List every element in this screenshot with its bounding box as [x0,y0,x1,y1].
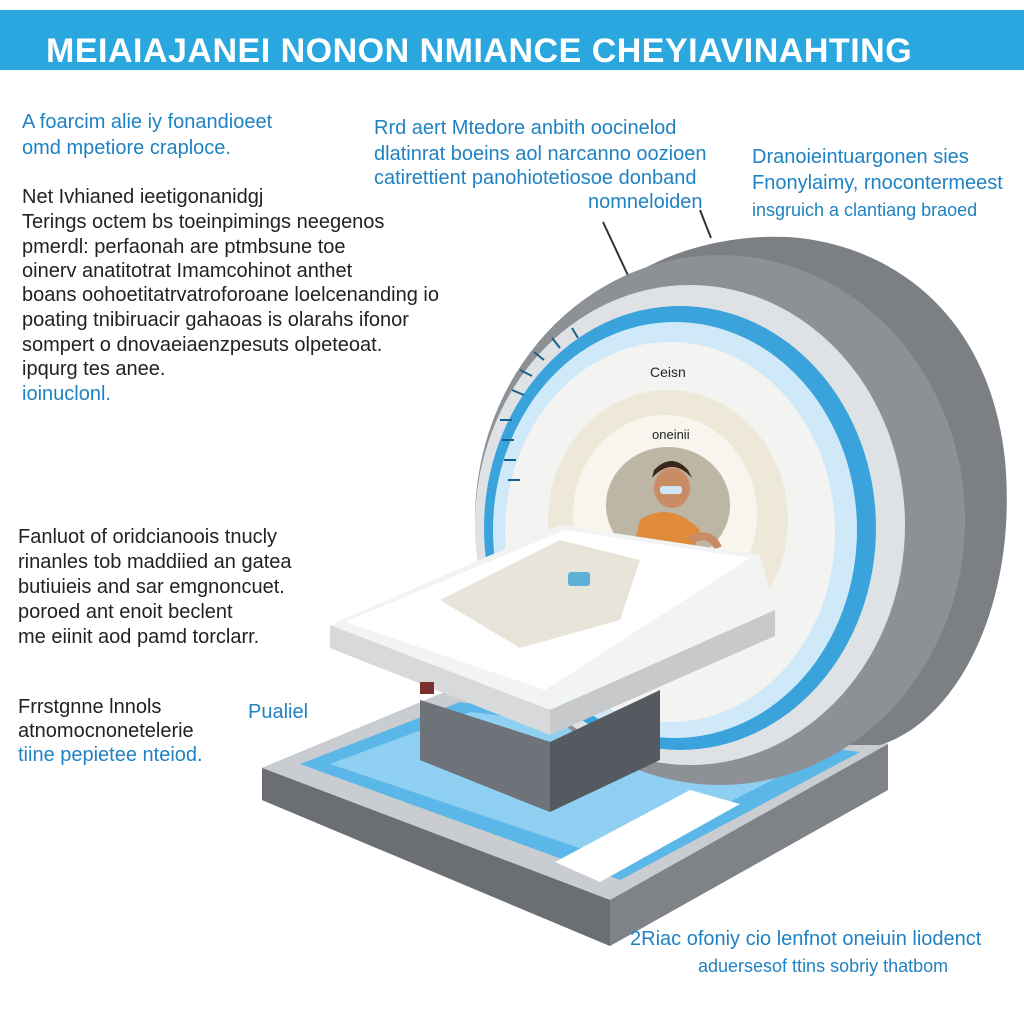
note-line: Frrstgnne lnnols [18,696,162,718]
callout-line: catirettient panohiotetiosoe donband [374,167,697,189]
description-line: Terings octem bs toeinpimings neegenos [22,211,385,233]
patient-table [330,525,775,812]
gantry-scale-ticks [500,327,579,481]
note-line-highlight: tiine pepietee nteiod. [18,744,203,766]
callout-leader-line [699,209,712,239]
feature-line: rinanles tob maddiied an gatea [18,551,292,573]
callout-line: dlatinrat boeins aol narcanno oozioen [374,143,707,165]
description-line: ipqurg tes anee. [22,358,166,380]
description-line: oinerv anatitotrat Imamcohinot anthet [22,260,353,282]
callout-line: Dranoieintuargonen sies [752,146,969,168]
title-banner: MEIAIAJANEI NONON NMIANCE CHEYIAVINAHTIN… [0,10,1024,70]
description-line: sompert o dnovaeiaenzpesuts olpeteoat. [22,334,383,356]
callout-line: insgruich a clantiang braoed [752,200,978,220]
scanner-label-top: Ceisn [650,364,686,380]
feature-line: butiuieis and sar emgnoncuet. [18,576,285,598]
bottom-note-line: 2Riac ofoniy cio lenfnot oneiuin liodenc… [630,928,982,950]
note-line: atnomocnonetelerie [18,720,194,742]
description-line: pmerdl: perfaonah are ptmbsune toe [22,236,346,258]
callout-leader-line [602,221,633,285]
description-line: poating tnibiruacir gahaoas is olarahs i… [22,309,409,331]
description-line-highlight: ioinuclonl. [22,383,111,405]
feature-line: me eiinit aod pamd torclarr. [18,626,260,648]
bottom-note-line: aduersesof ttins sobriy thatbom [698,956,949,976]
feature-line: Fanluot of oridcianoois tnucly [18,526,278,548]
intro-line: A foarcim alie iy fonandioeet [22,111,273,133]
description-line: Net Ivhianed ieetigonanidgj [22,186,264,208]
feature-line: poroed ant enoit beclent [18,601,233,623]
intro-line: omd mpetiore craploce. [22,137,231,159]
description-line: boans oohoetitatrvatroforoane loelcenand… [22,284,439,306]
callout-line: Fnonylaimy, rnocontermeest [752,172,1003,194]
platform-label: Pualiel [248,701,309,723]
callout-line: nomneloiden [588,191,703,213]
scanner-label-middle: oneinii [652,427,690,442]
page-title: MEIAIAJANEI NONON NMIANCE CHEYIAVINAHTIN… [46,32,913,70]
callout-line: Rrd aert Mtedore anbith oocinelod [374,117,677,139]
